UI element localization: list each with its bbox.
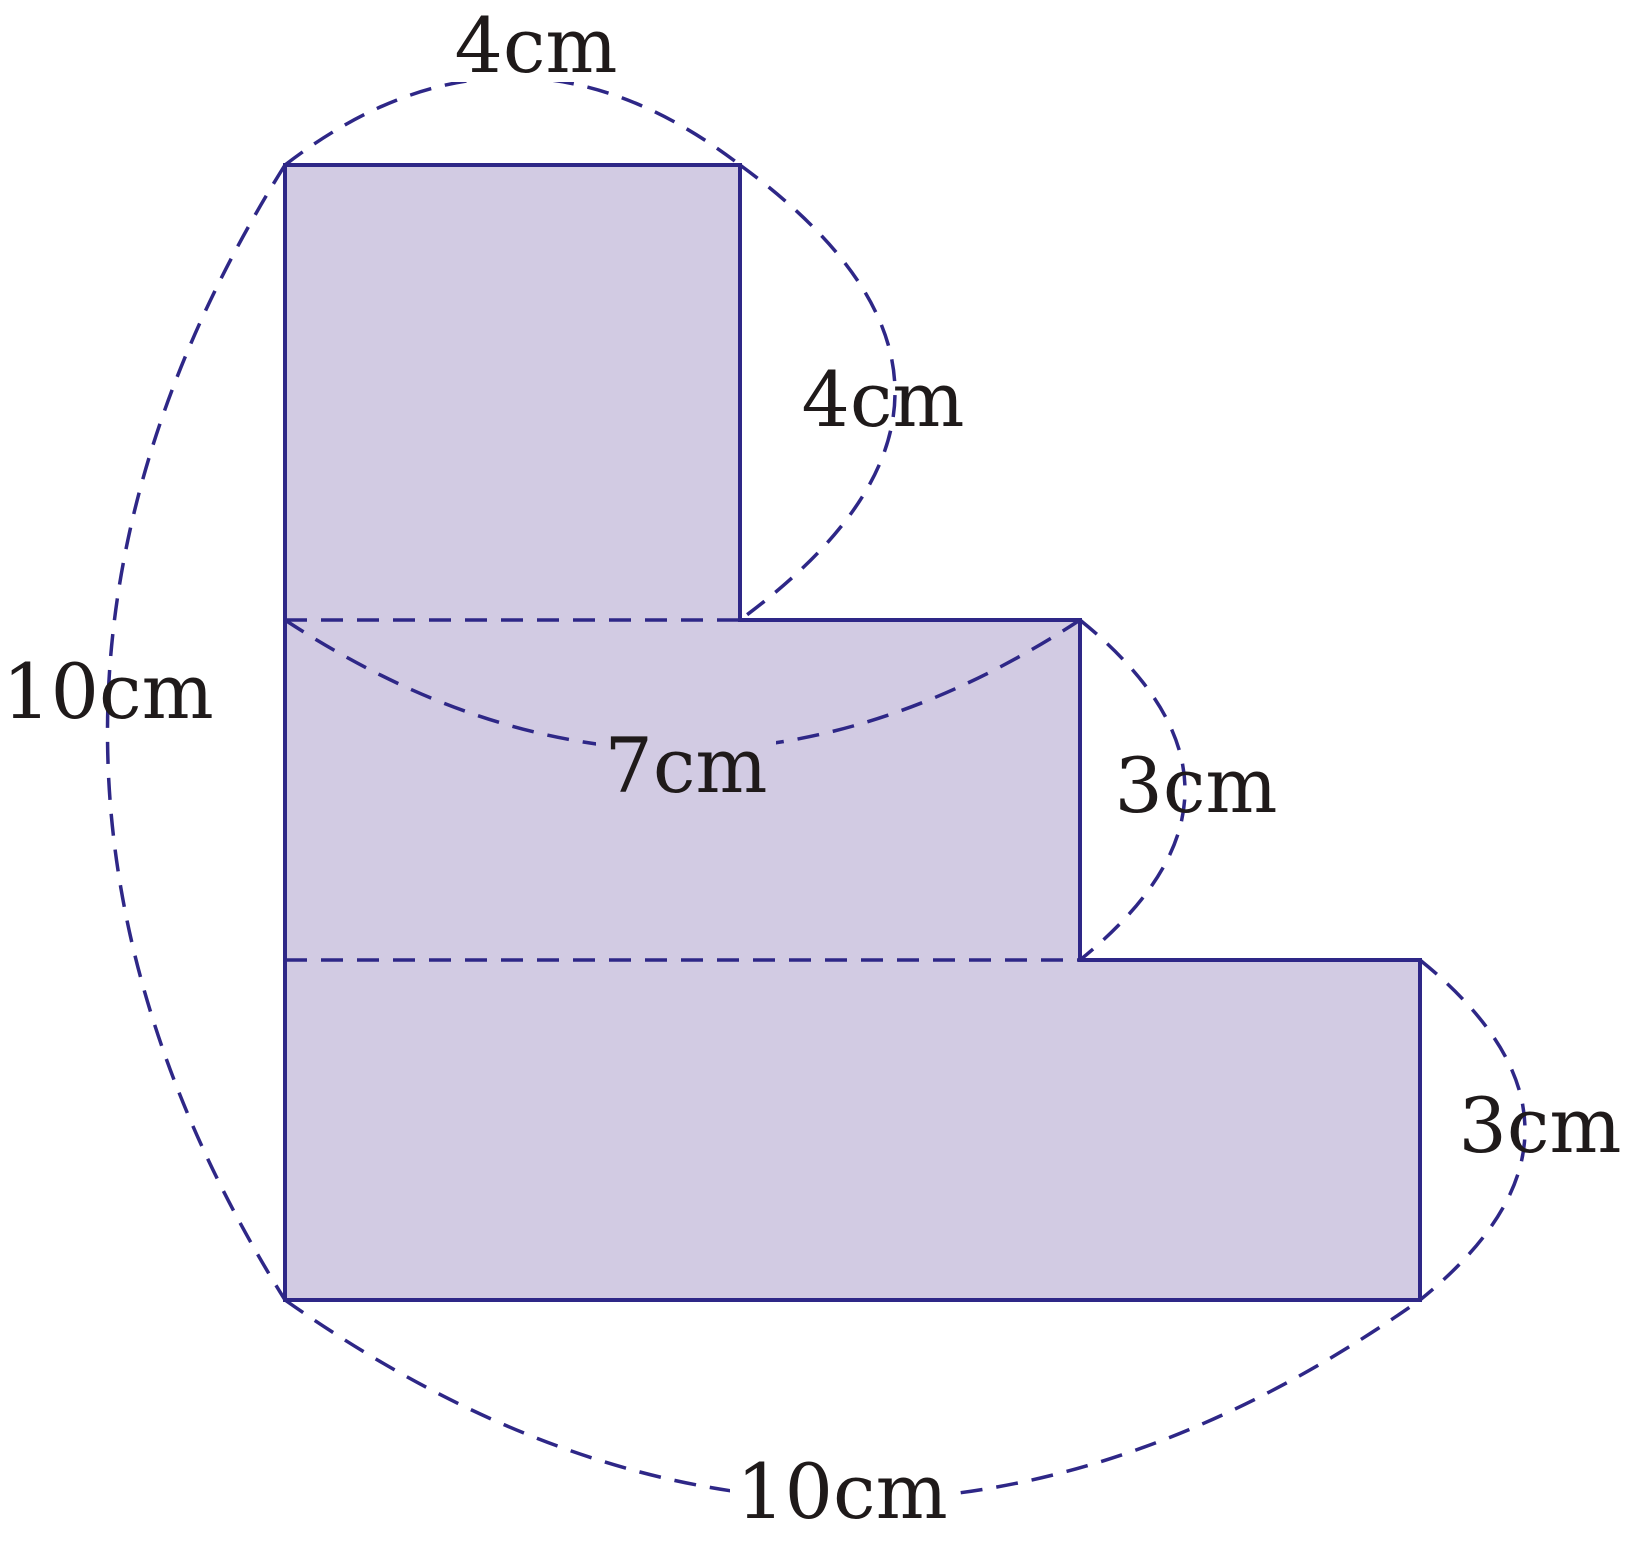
middle-width-label-mask xyxy=(596,722,776,802)
total-width-arc xyxy=(283,1298,1422,1502)
top-width-arc xyxy=(283,75,742,167)
lower-step-height-arc xyxy=(1418,958,1527,1302)
total-height-arc xyxy=(105,164,287,1301)
total-width-label: 10cm xyxy=(736,1447,947,1536)
upper-step-height-arc xyxy=(738,163,897,622)
upper-step-height-label: 4cm xyxy=(802,355,965,444)
total-height-label: 10cm xyxy=(2,647,213,736)
top-width-label-mask xyxy=(448,2,623,82)
middle-step-height-label: 3cm xyxy=(1115,741,1278,830)
middle-step-height-arc xyxy=(1078,618,1187,962)
staircase-shape-fill xyxy=(285,165,1420,1300)
lower-step-height-label: 3cm xyxy=(1459,1081,1622,1170)
middle-width-label: 7cm xyxy=(605,721,768,810)
top-width-label: 4cm xyxy=(455,1,618,90)
total-width-label-mask xyxy=(730,1448,955,1534)
